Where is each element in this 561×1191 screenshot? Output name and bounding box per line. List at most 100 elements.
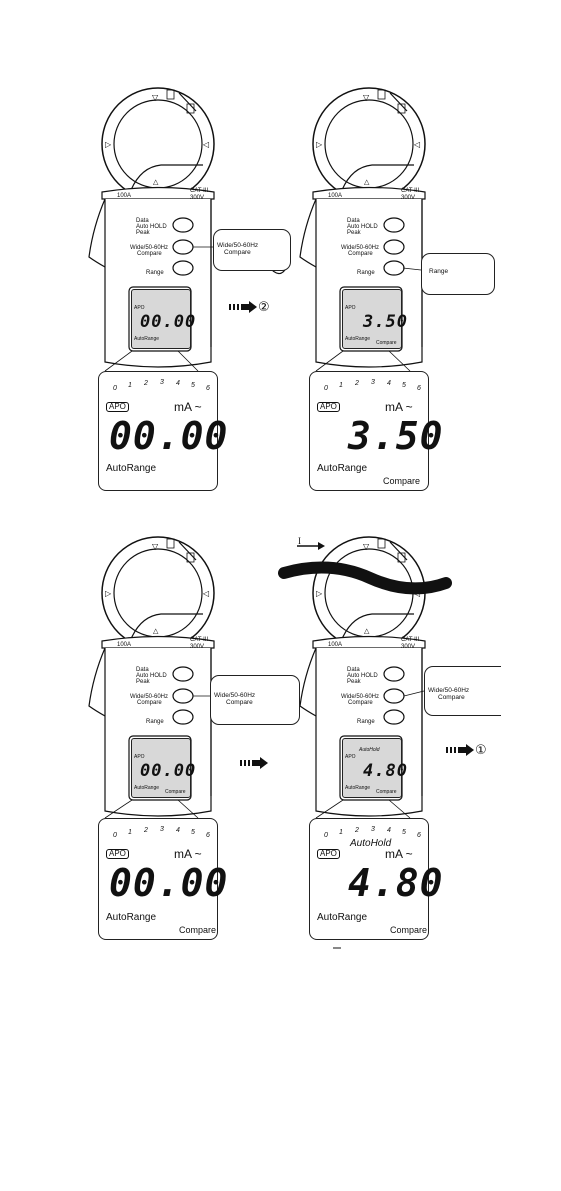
mini-lcd-4: AutoHold APO 4.80 AutoRange Compare xyxy=(342,738,407,798)
compare-indicator: Compare xyxy=(179,925,217,935)
mini-apo: APO xyxy=(134,754,145,760)
tick-label: 3 xyxy=(160,826,164,833)
reading-value: 00.00 xyxy=(109,414,229,458)
apo-badge: APO xyxy=(317,402,340,412)
wide-label: Wide/50-60Hz xyxy=(130,694,169,700)
tick-label: 5 xyxy=(402,829,406,836)
autohold-indicator: AutoHold xyxy=(350,838,392,849)
enlarged-display-1: 0 1 2 3 4 5 6 APO mA ~ 00.00 AutoRange xyxy=(98,371,227,491)
data-label: Data xyxy=(347,667,360,673)
enlarged-display-3: 0 1 2 3 4 5 6 APO mA ~ 00.00 AutoRange C… xyxy=(98,818,227,940)
mini-mode: AutoRange xyxy=(134,785,160,791)
mini-apo: APO xyxy=(345,305,356,311)
callout-wide-compare-3: Wide/50-60Hz Compare xyxy=(210,675,300,725)
unit-label: mA ~ xyxy=(385,400,413,414)
unit-label: mA ~ xyxy=(385,847,413,861)
wide-label: Wide/50-60Hz xyxy=(341,245,380,251)
tick-label: 0 xyxy=(113,832,117,839)
compare-label: Compare xyxy=(348,700,373,706)
mini-compare: Compare xyxy=(165,789,186,795)
current-label: I xyxy=(298,536,301,546)
compare-indicator: Compare xyxy=(390,925,428,935)
mini-lcd-3: APO 00.00 AutoRange Compare xyxy=(131,738,195,798)
tick-label: 0 xyxy=(324,385,328,392)
unit-label: mA ~ xyxy=(174,847,202,861)
mode-label: AutoRange xyxy=(106,912,157,923)
enlarged-display-2: 0 1 2 3 4 5 6 APO mA ~ 3.50 AutoRange Co… xyxy=(309,371,443,491)
tick-label: 4 xyxy=(387,380,391,387)
rating-right-2: 300V xyxy=(190,644,205,650)
mini-lcd-1: APO 00.00 AutoRange xyxy=(131,289,195,349)
tick-label: 6 xyxy=(417,385,421,392)
callout-compare-label: Compare xyxy=(224,249,251,256)
rating-left: 100A xyxy=(328,642,343,648)
enlarged-display-4: 0 1 2 3 4 5 6 AutoHold APO mA ~ 4.80 Aut… xyxy=(309,818,443,940)
tick-label: 5 xyxy=(402,382,406,389)
wide-label: Wide/50-60Hz xyxy=(130,245,169,251)
callout-wide-compare-1: Wide/50-60Hz Compare xyxy=(213,229,291,271)
mini-mode: AutoRange xyxy=(345,785,371,791)
peak-label: Peak xyxy=(136,679,150,685)
tick-label: 1 xyxy=(339,382,343,389)
rating-right: CAT III xyxy=(190,188,209,194)
mini-mode: AutoRange xyxy=(345,336,371,342)
callout-compare-label: Compare xyxy=(438,694,465,701)
tick-label: 5 xyxy=(191,382,195,389)
reading-value: 3.50 xyxy=(348,414,444,458)
tick-label: 2 xyxy=(144,380,148,387)
tick-label: 4 xyxy=(176,827,180,834)
tick-label: 3 xyxy=(371,826,375,833)
tick-label: 5 xyxy=(191,829,195,836)
rating-right: CAT III xyxy=(401,188,420,194)
mini-compare: Compare xyxy=(376,789,397,795)
mini-apo: APO xyxy=(134,305,145,311)
auto-hold-label: Auto HOLD xyxy=(136,673,167,679)
callout-wide-label: Wide/50-60Hz xyxy=(217,242,259,249)
mini-mode: AutoRange xyxy=(134,336,160,342)
range-label: Range xyxy=(146,719,164,725)
callout-compare-label: Compare xyxy=(226,699,253,706)
peak-label: Peak xyxy=(347,230,361,236)
tick-label: 3 xyxy=(371,379,375,386)
rating-right-2: 300V xyxy=(401,195,416,201)
callout-range-label: Range xyxy=(429,268,449,275)
apo-badge: APO xyxy=(317,849,340,859)
peak-label: Peak xyxy=(347,679,361,685)
rating-right: CAT III xyxy=(190,637,209,643)
callout-range: Range xyxy=(421,253,495,295)
wide-label: Wide/50-60Hz xyxy=(341,694,380,700)
apo-badge: APO xyxy=(106,402,129,412)
compare-label: Compare xyxy=(137,251,162,257)
tick-label: 6 xyxy=(206,385,210,392)
apo-badge: APO xyxy=(106,849,129,859)
rating-right-2: 300V xyxy=(401,644,416,650)
auto-hold-label: Auto HOLD xyxy=(347,673,378,679)
mode-label: AutoRange xyxy=(317,912,368,923)
compare-label: Compare xyxy=(348,251,373,257)
mini-lcd-2: APO 3.50 AutoRange Compare xyxy=(342,289,407,349)
compare-indicator: Compare xyxy=(383,476,421,486)
tick-label: 2 xyxy=(355,380,359,387)
tick-label: 1 xyxy=(339,829,343,836)
rating-left: 100A xyxy=(117,193,132,199)
callout-wide-label: Wide/50-60Hz xyxy=(214,692,256,699)
reading-value: 00.00 xyxy=(109,861,229,905)
callout-wide-label: Wide/50-60Hz xyxy=(428,687,470,694)
rating-left: 100A xyxy=(117,642,132,648)
tick-label: 4 xyxy=(176,380,180,387)
range-label: Range xyxy=(146,270,164,276)
mini-compare: Compare xyxy=(376,340,397,346)
data-label: Data xyxy=(136,218,149,224)
mini-hold: AutoHold xyxy=(359,747,380,753)
mode-label: AutoRange xyxy=(317,463,368,474)
range-label: Range xyxy=(357,719,375,725)
auto-hold-label: Auto HOLD xyxy=(347,224,378,230)
mode-label: AutoRange xyxy=(106,463,157,474)
mini-reading: 00.00 xyxy=(140,761,197,781)
step-2-marker: ② xyxy=(258,300,270,315)
rating-right-2: 300V xyxy=(190,195,205,201)
tick-label: 2 xyxy=(144,827,148,834)
tick-label: 0 xyxy=(113,385,117,392)
range-label: Range xyxy=(357,270,375,276)
mini-reading: 4.80 xyxy=(363,761,408,781)
